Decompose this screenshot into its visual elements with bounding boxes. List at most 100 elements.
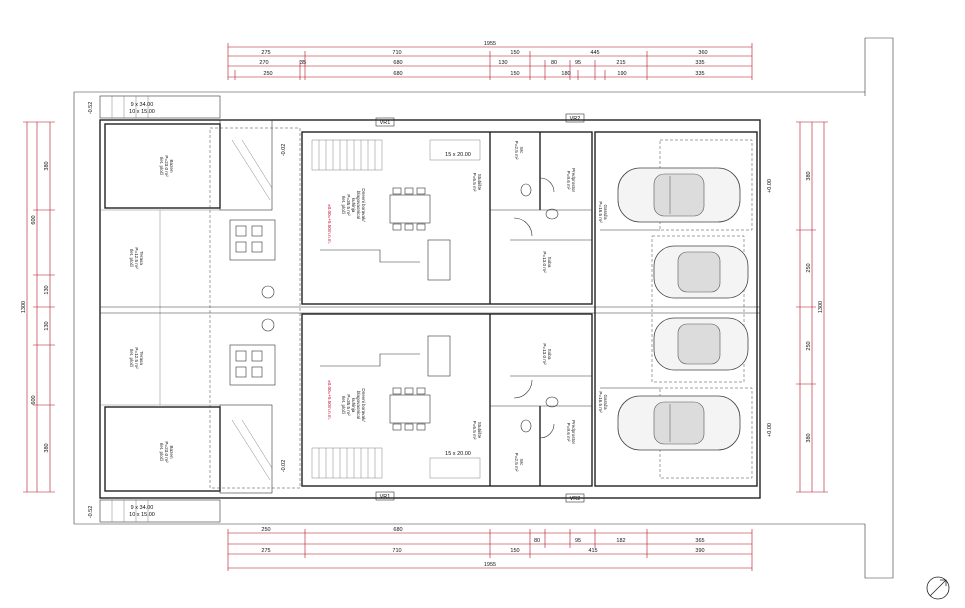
- room-bazen-name-2: Bazen: [169, 445, 174, 458]
- car-icon: [617, 395, 741, 451]
- dim-right-overall: 1300: [818, 301, 824, 313]
- level-markers: -0.52 -0.52 -0.02 -0.02 +0.00 +0.00 VR1 …: [88, 102, 773, 519]
- room-terasa-name: Terasa: [139, 251, 144, 265]
- dim-top-3-5: 190: [617, 71, 626, 77]
- dim-top-2-6: 95: [575, 60, 581, 66]
- window-tag-4: VR2: [570, 496, 581, 502]
- room-boravak-b1: Dnevni boravak/: [361, 388, 366, 422]
- dim-top-1-3: 150: [510, 50, 519, 56]
- dim-bot-1-5: 182: [616, 538, 625, 544]
- dim-bot-2-1: 275: [261, 548, 270, 554]
- dim-top-2-1: 270: [259, 60, 268, 66]
- pools-terraces: [100, 119, 760, 494]
- top-dimension-chains: 1955 275 710 150 445 360 270 35 680 130 …: [227, 41, 753, 80]
- room-boravak-b4: P=35.5 m²: [346, 394, 351, 416]
- room-wc-area-2: P=2.5 m²: [514, 453, 519, 472]
- room-garaza-name: Garaža: [603, 204, 608, 220]
- car-icon: [653, 245, 749, 299]
- level-mark-2: -0.52: [88, 506, 94, 519]
- level-red-top: ±0.00=+5.50m.n.m.: [327, 204, 332, 244]
- dim-bot-2-3: 150: [510, 548, 519, 554]
- room-boravak-b2: blagovaonica/: [356, 391, 361, 420]
- dim-bot-1-4: 95: [575, 538, 581, 544]
- dim-top-1-1: 275: [261, 50, 270, 56]
- dim-right-3: 250: [806, 341, 812, 350]
- room-stubiste-name: Stubište: [477, 174, 482, 191]
- room-stubiste-area-2: P=6.5 m²: [472, 421, 477, 440]
- dim-top-3-1: 250: [263, 71, 272, 77]
- level-mark-1: -0.52: [88, 102, 94, 115]
- dim-top-2-5: 80: [551, 60, 557, 66]
- ext-stairs-top-1: 9 x 34.00: [131, 102, 154, 108]
- cars: [617, 167, 749, 451]
- level-mark-4: -0.02: [281, 460, 287, 473]
- dim-top-1-4: 445: [590, 50, 599, 56]
- garage: [594, 131, 758, 487]
- room-boravak-b3: kuhinja: [351, 398, 356, 413]
- dim-right-2: 250: [806, 263, 812, 272]
- room-boravak-4: P=35.5 m²: [346, 194, 351, 216]
- dim-top-2-4: 130: [498, 60, 507, 66]
- room-soba-area: P=13.0 m²: [542, 251, 547, 273]
- level-mark-5: +0.00: [767, 179, 773, 193]
- room-boravak-3: kuhinja: [351, 198, 356, 213]
- dim-top-2-8: 335: [695, 60, 704, 66]
- ext-stairs-bottom-2: 10 x 15.00: [129, 512, 155, 518]
- room-terasa-floor-2: Ilet. pločí: [129, 349, 134, 368]
- room-garaza-area: P=16.5 m²: [598, 201, 603, 223]
- room-wc-name-2: Wc: [519, 459, 524, 466]
- dim-bot-2-5: 390: [695, 548, 704, 554]
- site-borders: [73, 37, 894, 579]
- room-stubiste-area: P=6.5 m²: [472, 173, 477, 192]
- dim-bot-2-4: 415: [588, 548, 597, 554]
- room-stubiste-name-2: Stubište: [477, 422, 482, 439]
- dim-bot-overall: 1955: [484, 562, 496, 568]
- room-wc-name: Wc: [519, 147, 524, 154]
- room-boravak-1: Dnevni boravak/: [361, 188, 366, 222]
- dim-top-3-3: 150: [510, 71, 519, 77]
- room-boravak-b5: Ilet. pločí: [341, 396, 346, 415]
- ext-stairs-top-2: 10 x 15.00: [129, 109, 155, 115]
- dim-bot-1-6: 365: [695, 538, 704, 544]
- dim-bot-1-1: 250: [261, 527, 270, 533]
- room-bazen-area-2: P=23.0 m²: [164, 441, 169, 463]
- room-boravak-5: Ilet. pločí: [341, 196, 346, 215]
- right-dimension-chains: 1300 380 250 250 380: [796, 121, 828, 493]
- room-bazen-area: P=23.0 m²: [164, 155, 169, 177]
- dim-left-4: 130: [44, 321, 50, 330]
- window-tag-1: VR1: [380, 120, 391, 126]
- room-labels: Bazen P=23.0 m² Ilet. pločí Bazen P=23.0…: [129, 141, 608, 472]
- room-bazen-floor-2: Ilet. pločí: [159, 443, 164, 462]
- dim-top-3-2: 680: [393, 71, 402, 77]
- room-wc-area: P=2.5 m²: [514, 141, 519, 160]
- dim-bot-2-2: 710: [392, 548, 401, 554]
- dim-top-1-5: 360: [698, 50, 707, 56]
- room-predprostor-name: Predprostor: [571, 168, 576, 192]
- dim-top-1-2: 710: [392, 50, 401, 56]
- room-soba-area-2: P=13.0 m²: [542, 343, 547, 365]
- room-bazen-floor: Ilet. pločí: [159, 157, 164, 176]
- dim-right-4: 380: [806, 433, 812, 442]
- dim-left-2: 600: [31, 215, 37, 224]
- dim-top-overall: 1955: [484, 41, 496, 47]
- bottom-dimension-chains: 250 680 80 95 182 365 275 710 150 415 39…: [227, 527, 753, 571]
- exterior-stairs: 9 x 34.00 10 x 15.00 9 x 34.00 10 x 15.0…: [99, 95, 471, 523]
- room-bazen-name: Bazen: [169, 159, 174, 172]
- dim-left-overall: 1300: [21, 301, 27, 313]
- dim-right-1: 380: [806, 171, 812, 180]
- room-predprostor-area-2: P=9.6 m²: [566, 423, 571, 442]
- room-soba-name: Soba: [547, 257, 552, 268]
- dim-bot-1-3: 80: [534, 538, 540, 544]
- window-tag-3: VR2: [570, 116, 581, 122]
- room-terasa-area-2: P=12.5 m²: [134, 347, 139, 369]
- room-garaza-name-2: Garaža: [603, 394, 608, 410]
- level-mark-6: +0.00: [767, 423, 773, 437]
- dim-top-2-2: 35: [300, 60, 306, 66]
- room-terasa-name-2: Terasa: [139, 351, 144, 365]
- room-boravak-2: blagovaonica/: [356, 191, 361, 220]
- level-mark-3: -0.02: [281, 144, 287, 157]
- int-stairs-top: 15 x 20.00: [445, 152, 471, 158]
- room-predprostor-name-2: Predprostor: [571, 420, 576, 444]
- dim-left-6: 380: [44, 443, 50, 452]
